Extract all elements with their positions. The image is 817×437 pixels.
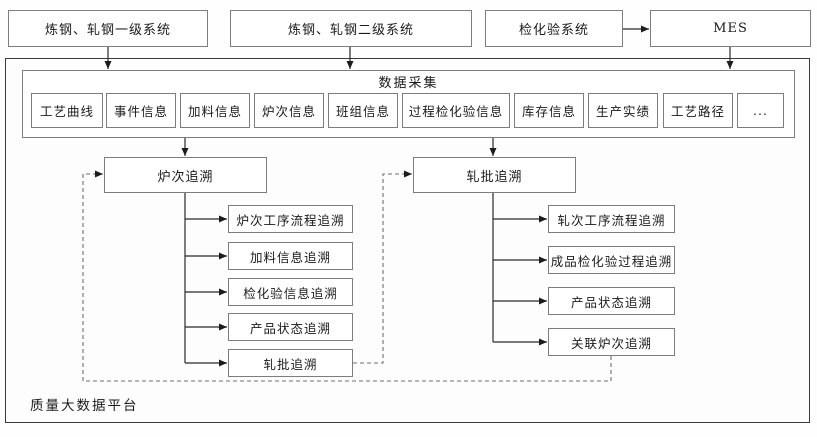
dc-item-process-route: 工艺路径 (663, 93, 733, 128)
heat-trace-node: 炉次追溯 (104, 157, 267, 193)
dc-item-charging-info: 加料信息 (180, 93, 250, 128)
batch-trace-node: 轧批追溯 (413, 157, 576, 193)
heat-sub-charging-trace: 加料信息追溯 (228, 242, 353, 270)
batch-sub-process-flow-trace: 轧次工序流程追溯 (548, 205, 675, 233)
dc-item-ellipsis: ... (737, 93, 784, 128)
source-system-steelmaking-l1: 炼钢、轧钢一级系统 (8, 10, 208, 47)
dc-item-event-info: 事件信息 (106, 93, 176, 128)
source-system-steelmaking-l2: 炼钢、轧钢二级系统 (230, 10, 472, 47)
heat-sub-inspection-trace: 检化验信息追溯 (228, 278, 353, 306)
dc-item-process-curve: 工艺曲线 (31, 93, 103, 128)
dc-item-shift-info: 班组信息 (328, 93, 398, 128)
source-system-mes: MES (650, 10, 811, 47)
source-system-inspection: 检化验系统 (485, 10, 623, 47)
batch-sub-final-inspection-trace: 成品检化验过程追溯 (548, 246, 675, 274)
dc-item-production-result: 生产实绩 (588, 93, 658, 128)
platform-label: 质量大数据平台 (30, 398, 139, 414)
heat-sub-product-state-trace: 产品状态追溯 (228, 313, 353, 341)
dc-item-inspection-info: 过程检化验信息 (402, 93, 510, 128)
batch-sub-product-state-trace: 产品状态追溯 (548, 287, 675, 315)
dc-item-inventory-info: 库存信息 (514, 93, 584, 128)
data-collection-title: 数据采集 (378, 76, 439, 91)
heat-sub-roll-batch-trace: 轧批追溯 (228, 349, 353, 377)
heat-sub-process-flow-trace: 炉次工序流程追溯 (228, 205, 353, 233)
batch-sub-linked-heat-trace: 关联炉次追溯 (548, 328, 675, 356)
dc-item-heat-info: 炉次信息 (254, 93, 324, 128)
